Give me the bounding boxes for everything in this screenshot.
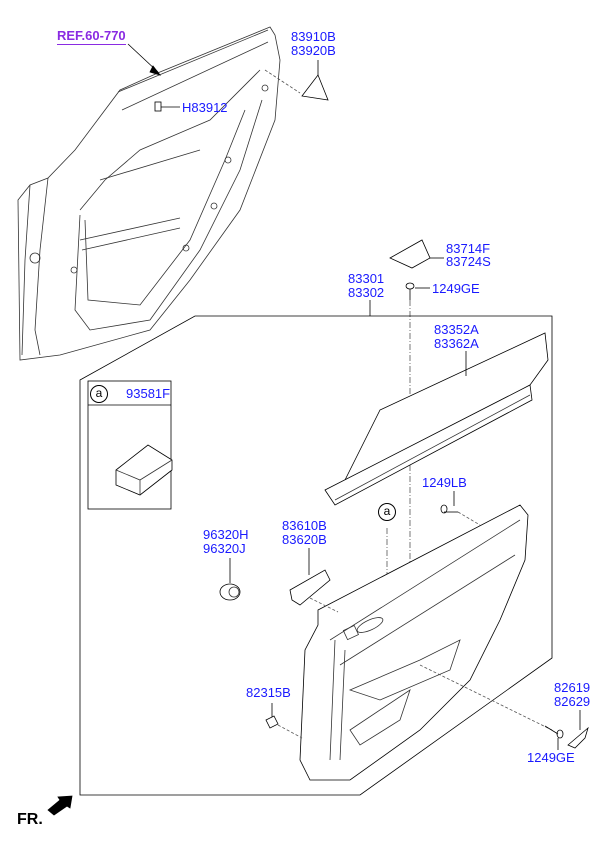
part-label-96320j[interactable]: 96320J (203, 541, 246, 556)
inside-handle (289, 569, 331, 606)
part-label-83302[interactable]: 83302 (348, 285, 385, 300)
part-label-83362a[interactable]: 83362A (434, 336, 479, 351)
power-window-switch (115, 444, 173, 496)
detail-marker-a: a (90, 385, 108, 403)
part-label-83920b[interactable]: 83920B (291, 43, 336, 58)
clip-82315b (265, 715, 279, 729)
assembly-border (79, 315, 553, 796)
screw-lower (544, 725, 564, 739)
part-label-82629[interactable]: 82629 (554, 694, 591, 709)
switch-detail-box (87, 380, 172, 510)
clip-h83912 (154, 101, 162, 112)
part-label-96320h[interactable]: 96320H (203, 527, 249, 542)
part-label-h83912[interactable]: H83912 (182, 100, 228, 115)
part-label-82619[interactable]: 82619 (554, 680, 591, 695)
part-label-93581f[interactable]: 93581F (126, 386, 171, 401)
screw-lb (440, 504, 458, 514)
screw-upper (405, 282, 415, 300)
front-direction-arrow-icon (47, 795, 73, 816)
pull-cover (567, 726, 589, 749)
upper-trim (324, 332, 549, 506)
part-label-83714f[interactable]: 83714F (446, 241, 491, 256)
part-label-1249ge-upper[interactable]: 1249GE (432, 281, 480, 296)
door-frame (17, 26, 281, 361)
callout-marker-a: a (378, 503, 396, 521)
part-label-82315b[interactable]: 82315B (246, 685, 291, 700)
door-trim-panel (299, 504, 529, 781)
part-label-83724s[interactable]: 83724S (446, 254, 491, 269)
triangle-cover (301, 74, 329, 101)
part-label-83301[interactable]: 83301 (348, 271, 385, 286)
part-label-83620b[interactable]: 83620B (282, 532, 327, 547)
cover-trim (389, 239, 431, 269)
part-label-83352a[interactable]: 83352A (434, 322, 479, 337)
part-label-1249ge-lower[interactable]: 1249GE (527, 750, 575, 765)
tweeter (219, 583, 241, 601)
front-direction-label: FR. (17, 811, 43, 828)
reference-link[interactable]: REF.60-770 (57, 28, 126, 45)
part-label-83910b[interactable]: 83910B (291, 29, 336, 44)
part-label-83610b[interactable]: 83610B (282, 518, 327, 533)
part-label-1249lb[interactable]: 1249LB (422, 475, 467, 490)
